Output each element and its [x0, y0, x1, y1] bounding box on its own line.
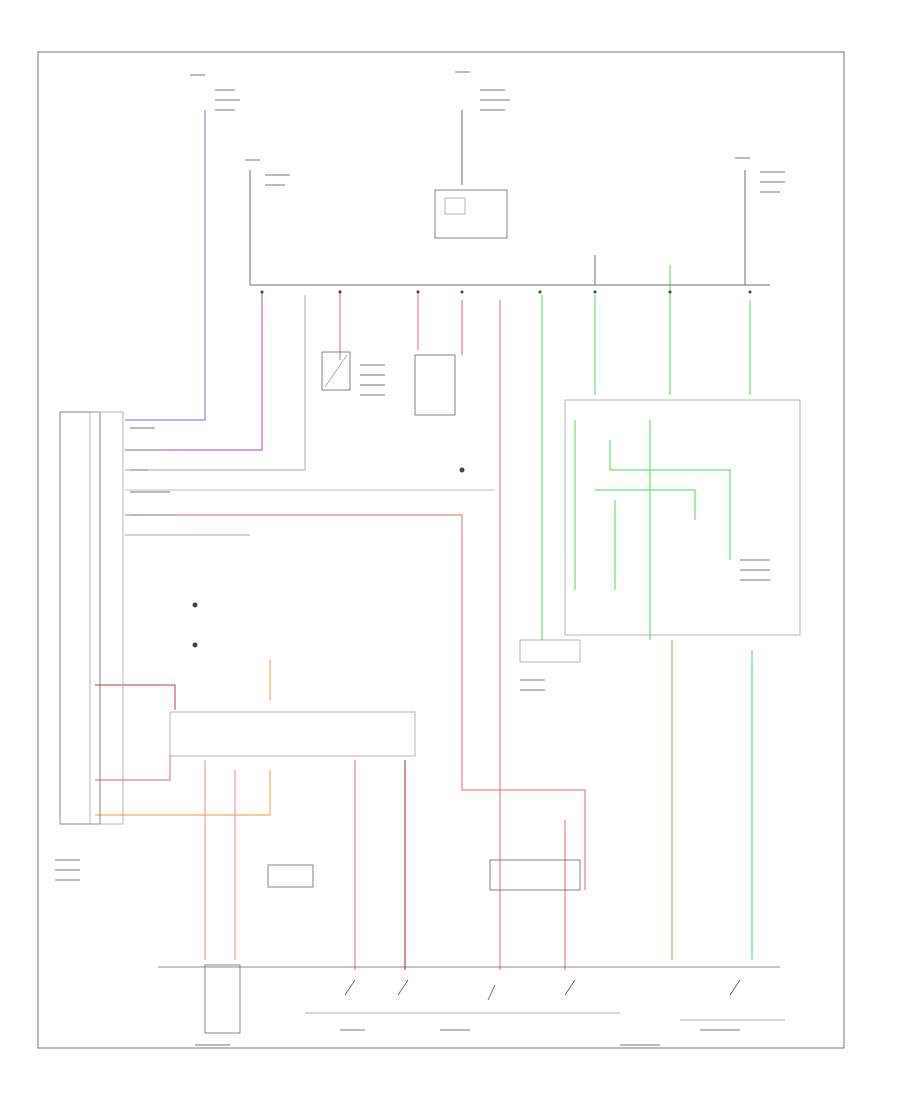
label-mark: [360, 364, 385, 396]
switch-icon: [397, 979, 409, 996]
module-mid-right: [564, 399, 801, 636]
label-mark: [455, 71, 510, 111]
splice-dot: [668, 290, 672, 294]
splice-dot: [416, 290, 420, 294]
lower-right-relay: [489, 859, 581, 891]
switch-icon: [344, 979, 356, 996]
switch-symbols: [344, 979, 741, 1001]
wire-red-lower-2: [95, 755, 171, 781]
splice-dot: [748, 290, 752, 294]
illegible-label-marks: [40, 71, 785, 1049]
splice-dot: [538, 290, 542, 294]
switch-icon: [564, 979, 576, 996]
relay-left-diagonal: [324, 354, 348, 388]
bottom-center-box: [267, 864, 314, 888]
label-mark: [55, 859, 80, 881]
wires-group: [95, 110, 770, 970]
switch-box-center: [414, 354, 456, 416]
ground-symbol-icon: [192, 642, 198, 648]
wire-green-7: [595, 489, 696, 520]
components-group: [59, 189, 801, 1034]
switch-icon: [487, 984, 496, 1001]
wire-purple: [125, 292, 263, 451]
module-mid-right-inner: [519, 639, 581, 663]
splice-dot: [460, 290, 464, 294]
label-mark: [735, 157, 785, 193]
label-mark: [130, 427, 175, 516]
label-mark: [245, 159, 290, 186]
splice-dot: [260, 290, 264, 294]
left-connector: [59, 411, 101, 825]
ground-symbol-icon: [459, 467, 465, 473]
left-connector-inner: [89, 411, 124, 825]
switch-icon: [729, 979, 741, 996]
relay-left: [321, 351, 351, 391]
label-mark: [190, 74, 240, 111]
bottom-left-box: [204, 964, 241, 1034]
label-mark: [740, 559, 770, 581]
splice-dots: [192, 290, 752, 648]
splice-dot: [593, 290, 597, 294]
wire-gray-1: [125, 295, 306, 471]
top-relay-coil: [444, 197, 466, 215]
lower-bus-box: [169, 711, 416, 757]
wire-green-6: [609, 440, 731, 560]
diagram-frame: [37, 51, 845, 1049]
ground-symbol-icon: [192, 602, 198, 608]
wire-blue: [125, 110, 206, 421]
label-mark: [40, 1044, 660, 1049]
top-relay: [434, 189, 508, 239]
wire-orange-lower: [95, 770, 271, 816]
wire-red-main: [125, 514, 586, 890]
label-mark: [520, 679, 545, 691]
splice-dot: [338, 290, 342, 294]
wire-red-lower-1: [95, 684, 176, 710]
